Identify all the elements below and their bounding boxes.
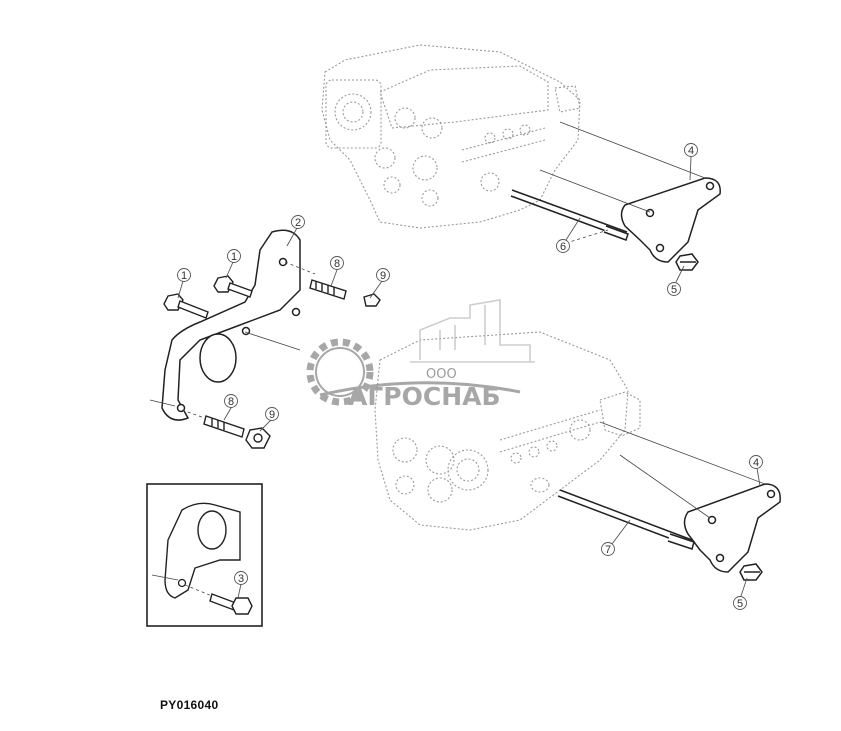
stud-8-lower bbox=[203, 415, 245, 438]
callout-4-upper: 4 bbox=[684, 143, 698, 157]
svg-text:7: 7 bbox=[605, 544, 611, 556]
bolt-1b bbox=[213, 275, 253, 298]
inset-detail bbox=[146, 483, 263, 627]
callout-4-lower: 4 bbox=[749, 455, 763, 469]
svg-text:8: 8 bbox=[334, 258, 340, 270]
svg-text:3: 3 bbox=[238, 573, 244, 585]
nut-9-lower bbox=[245, 427, 271, 449]
svg-text:5: 5 bbox=[737, 598, 743, 610]
callout-9-lower: 9 bbox=[265, 407, 279, 421]
svg-text:ООО: ООО bbox=[426, 367, 457, 382]
svg-text:АГРОСНАБ: АГРОСНАБ bbox=[348, 382, 501, 411]
bolt-1a bbox=[163, 293, 209, 319]
left-mounting-plate bbox=[161, 229, 301, 421]
svg-text:6: 6 bbox=[560, 241, 566, 253]
svg-text:8: 8 bbox=[228, 396, 234, 408]
svg-text:4: 4 bbox=[753, 457, 759, 469]
callout-leaders bbox=[177, 156, 761, 599]
figure-code: PY016040 bbox=[160, 698, 219, 712]
callout-5-lower: 5 bbox=[733, 596, 747, 610]
lower-nut bbox=[739, 563, 763, 581]
lower-bracket bbox=[683, 483, 781, 573]
swoosh bbox=[319, 381, 521, 397]
svg-text:5: 5 bbox=[671, 284, 677, 296]
watermark-logo: ООО АГРОСНАБ bbox=[306, 299, 535, 411]
stud-8-upper bbox=[309, 279, 347, 300]
callout-1b: 1 bbox=[227, 249, 241, 263]
upper-valve-block bbox=[321, 44, 581, 229]
callout-6: 6 bbox=[556, 239, 570, 253]
callout-8-lower: 8 bbox=[224, 394, 238, 408]
callout-8-upper: 8 bbox=[330, 256, 344, 270]
svg-text:4: 4 bbox=[688, 145, 694, 157]
callout-3: 3 bbox=[234, 571, 248, 585]
svg-text:1: 1 bbox=[181, 270, 187, 282]
combine-harvester-icon bbox=[410, 299, 535, 363]
upper-nut bbox=[675, 253, 699, 271]
upper-bracket bbox=[620, 177, 721, 263]
svg-text:1: 1 bbox=[231, 251, 237, 263]
svg-text:9: 9 bbox=[380, 270, 386, 282]
callout-9-upper: 9 bbox=[376, 268, 390, 282]
callout-5-upper: 5 bbox=[667, 282, 681, 296]
upper-tie-rod bbox=[510, 189, 629, 241]
lower-dashed-lines bbox=[599, 421, 766, 519]
callout-1a: 1 bbox=[177, 268, 191, 282]
svg-text:2: 2 bbox=[295, 217, 301, 229]
svg-text:9: 9 bbox=[269, 409, 275, 421]
callout-7: 7 bbox=[601, 542, 615, 556]
lower-tie-rod bbox=[557, 489, 695, 550]
gear-hub-icon bbox=[315, 347, 365, 397]
callout-2: 2 bbox=[291, 215, 305, 229]
gear-icon bbox=[306, 338, 374, 406]
